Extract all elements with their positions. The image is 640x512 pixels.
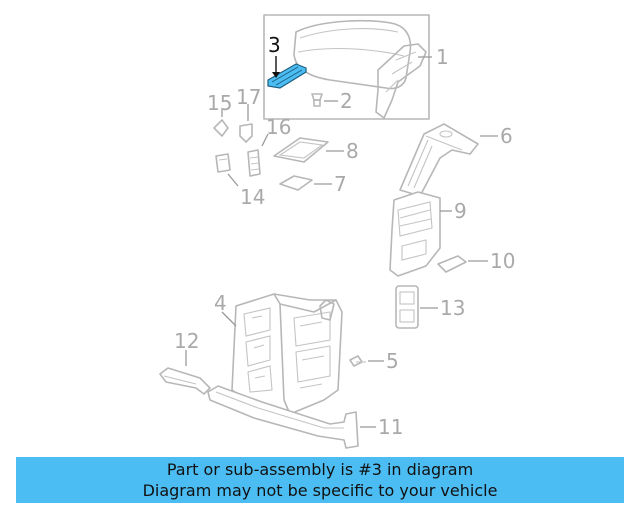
callout-1: 1: [436, 45, 449, 69]
callout-5: 5: [386, 349, 399, 373]
info-banner: Part or sub-assembly is #3 in diagram Di…: [16, 457, 624, 503]
part-9-vent-panel: 9: [389, 191, 467, 277]
banner-line-1: Part or sub-assembly is #3 in diagram: [166, 460, 474, 479]
callout-7: 7: [334, 172, 347, 196]
callout-13: 13: [440, 296, 465, 320]
part-2-screw: 2: [311, 89, 353, 113]
parts-diagram: 1 3 2 15 17 16 14: [159, 14, 515, 449]
part-11-long-duct: 11: [207, 385, 403, 449]
callout-14: 14: [240, 185, 265, 209]
banner-line-2: Diagram may not be specific to your vehi…: [142, 481, 498, 500]
callout-15: 15: [207, 91, 232, 115]
part-8-mat: 8: [273, 137, 359, 163]
callout-10: 10: [490, 249, 515, 273]
part-7-plate: 7: [279, 172, 347, 196]
part-1-armrest-lid: 1: [263, 14, 449, 120]
callout-8: 8: [346, 139, 359, 163]
callout-3: 3: [268, 33, 281, 57]
callout-6: 6: [500, 124, 513, 148]
callout-2: 2: [340, 89, 353, 113]
part-3-highlighted: 3: [267, 33, 307, 89]
callout-12: 12: [174, 329, 199, 353]
callout-11: 11: [378, 415, 403, 439]
part-4-console-body: 4: [214, 291, 343, 415]
part-10-switch: 10: [437, 249, 515, 273]
part-6-bracket: 6: [399, 123, 513, 197]
part-14-clip: 14: [215, 153, 265, 209]
callout-4: 4: [214, 291, 227, 315]
part-17-clip: 17: [236, 85, 261, 143]
part-15-clip: 15: [207, 91, 232, 137]
callout-17: 17: [236, 85, 261, 109]
callout-16: 16: [266, 115, 291, 139]
callout-9: 9: [454, 199, 467, 223]
part-3-shape: [267, 63, 307, 89]
part-16-bracket: 16: [247, 115, 291, 177]
part-13-outlet: 13: [395, 285, 465, 329]
part-5-screw: 5: [349, 349, 399, 373]
part-12-duct: 12: [159, 329, 211, 395]
